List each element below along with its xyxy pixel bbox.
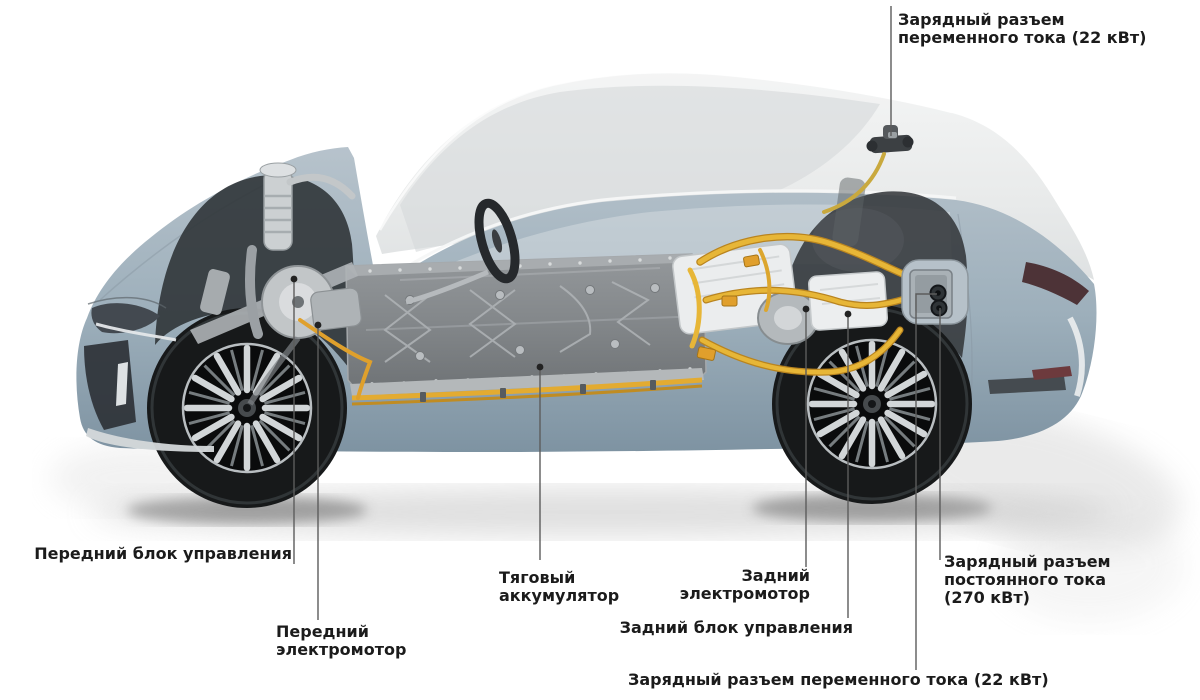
hv-cables	[687, 232, 916, 376]
taillight	[1022, 262, 1089, 305]
label-line: переменного тока (22 кВт)	[898, 28, 1147, 47]
label-rear-motor: Задний электромотор	[680, 567, 810, 603]
rear-drive-assembly	[672, 177, 916, 376]
label-front-motor: Передний электромотор	[276, 623, 406, 659]
label-ac-port-rear: Зарядный разъем переменного тока (22 кВт…	[628, 671, 1049, 689]
leader-lines	[293, 6, 941, 670]
front-wheel	[147, 308, 347, 508]
label-line: Зарядный разъем переменного тока (22 кВт…	[628, 670, 1049, 689]
label-rear-control-unit: Задний блок управления	[620, 619, 853, 637]
label-line: электромотор	[276, 640, 407, 659]
roof-ac-charger-module	[822, 125, 914, 214]
leader-dots	[290, 275, 852, 371]
label-battery: Тяговый аккумулятор	[499, 569, 619, 605]
label-line: (270 кВт)	[944, 588, 1030, 607]
label-line: Тяговый	[499, 568, 576, 587]
label-line: Зарядный разъем	[898, 10, 1065, 29]
label-line: электромотор	[679, 584, 810, 603]
label-line: Зарядный разъем	[944, 552, 1111, 571]
label-front-control-unit: Передний блок управления	[34, 545, 292, 563]
steering-wheel	[405, 198, 520, 305]
battery-pack	[345, 253, 707, 406]
label-dc-port: Зарядный разъем постоянного тока (270 кВ…	[944, 553, 1111, 607]
label-line: Задний блок управления	[619, 618, 853, 637]
label-line: Задний	[741, 566, 810, 585]
front-fascia	[84, 296, 214, 452]
label-line: постоянного тока	[944, 570, 1107, 589]
charge-port	[901, 259, 969, 325]
window-glass	[400, 85, 880, 252]
label-line: Передний блок управления	[34, 544, 292, 563]
rear-details	[988, 262, 1089, 397]
label-line: аккумулятор	[499, 586, 620, 605]
front-motor-assembly	[190, 162, 373, 406]
front-air-intake	[84, 340, 136, 430]
leader-ac-port-rear	[915, 293, 937, 670]
label-line: Передний	[276, 622, 369, 641]
label-ac-port-roof: Зарядный разъем переменного тока (22 кВт…	[898, 11, 1146, 47]
